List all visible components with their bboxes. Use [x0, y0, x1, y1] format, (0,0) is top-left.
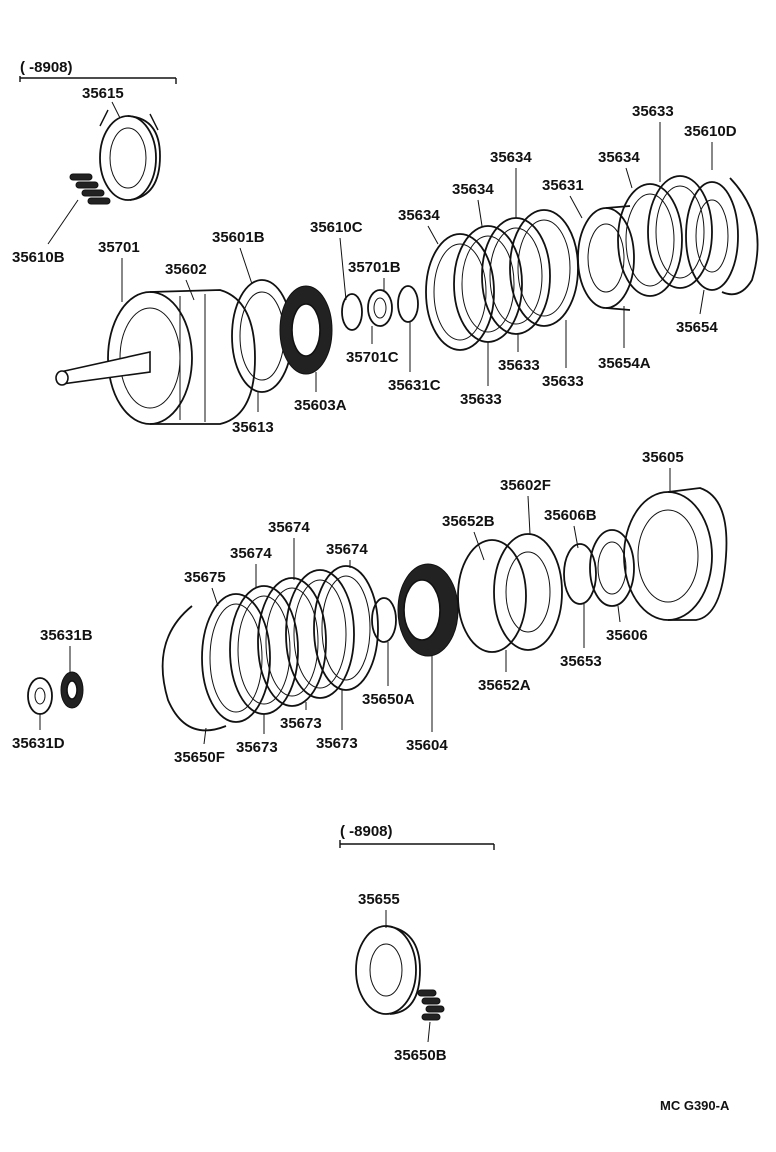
label-35615: 35615: [82, 85, 124, 102]
label-35603A: 35603A: [294, 397, 347, 414]
diagram-code: MC G390-A: [660, 1098, 730, 1113]
label-35655: 35655: [358, 891, 400, 908]
part-35610C-drawing: [341, 293, 363, 331]
label-35610B: 35610B: [12, 249, 65, 266]
label-35701B: 35701B: [348, 259, 401, 276]
label-35633-c: 35633: [542, 373, 584, 390]
part-35603A-drawing: [279, 285, 333, 375]
part-35650A-drawing: [371, 597, 397, 643]
label-35634-d: 35634: [598, 149, 640, 166]
part-35652A-drawing: [457, 533, 563, 653]
label-35701C: 35701C: [346, 349, 399, 366]
label-35652A: 35652A: [478, 677, 531, 694]
label-35650A: 35650A: [362, 691, 415, 708]
label-35602: 35602: [165, 261, 207, 278]
part-35650F-drawing: [161, 605, 227, 732]
label-35701: 35701: [98, 239, 140, 256]
label-35652B: 35652B: [442, 513, 495, 530]
part-35615-drawing: [99, 109, 161, 201]
label-35610D: 35610D: [684, 123, 737, 140]
label-35654: 35654: [676, 319, 718, 336]
part-35606-drawing: [589, 529, 635, 607]
part-35631D-drawing: [27, 677, 53, 715]
label-35606: 35606: [606, 627, 648, 644]
part-35631C-drawing: [397, 285, 419, 323]
label-35653: 35653: [560, 653, 602, 670]
label-35631: 35631: [542, 177, 584, 194]
part-35610D-drawing: [721, 177, 759, 296]
plate-stack-top: [425, 209, 579, 351]
label-35650F: 35650F: [174, 749, 225, 766]
label-35634-a: 35634: [398, 207, 440, 224]
part-35701B-drawing: [367, 289, 393, 327]
label-35602F: 35602F: [500, 477, 551, 494]
label-35673-a: 35673: [236, 739, 278, 756]
label-35604: 35604: [406, 737, 448, 754]
label-35633-d: 35633: [632, 103, 674, 120]
part-35654A-drawing: [577, 205, 635, 311]
label-35673-c: 35673: [316, 735, 358, 752]
label-35634-c: 35634: [490, 149, 532, 166]
label-35674-b: 35674: [268, 519, 310, 536]
part-35653-drawing: [563, 543, 597, 605]
label-35601B: 35601B: [212, 229, 265, 246]
range-label-top: ( -8908): [20, 59, 73, 76]
part-35604-drawing: [397, 563, 459, 657]
plate-stack-bottom: [201, 565, 379, 723]
label-35675: 35675: [184, 569, 226, 586]
range-label-bottom: ( -8908): [340, 823, 393, 840]
label-35673-b: 35673: [280, 715, 322, 732]
range-bracket-top: ( -8908): [19, 59, 177, 84]
part-35610B-drawing: [69, 173, 111, 205]
label-35654A: 35654A: [598, 355, 651, 372]
part-35605-drawing: [623, 487, 728, 621]
label-35634-b: 35634: [452, 181, 494, 198]
part-35650B-drawing: [417, 989, 445, 1021]
label-35650B: 35650B: [394, 1047, 447, 1064]
label-35631B: 35631B: [40, 627, 93, 644]
label-35674-c: 35674: [326, 541, 368, 558]
label-35633-b: 35633: [498, 357, 540, 374]
part-35631B-drawing: [60, 671, 84, 709]
label-35605: 35605: [642, 449, 684, 466]
label-35674-a: 35674: [230, 545, 272, 562]
label-35633-a: 35633: [460, 391, 502, 408]
label-35631D: 35631D: [12, 735, 65, 752]
part-35655-drawing: [355, 925, 421, 1015]
label-35613: 35613: [232, 419, 274, 436]
plate-stack-top-right: [617, 175, 739, 297]
label-35610C: 35610C: [310, 219, 363, 236]
label-35631C: 35631C: [388, 377, 441, 394]
range-bracket-bottom: ( -8908): [339, 823, 495, 850]
label-35606B: 35606B: [544, 507, 597, 524]
part-35701-drawing: [55, 289, 256, 425]
